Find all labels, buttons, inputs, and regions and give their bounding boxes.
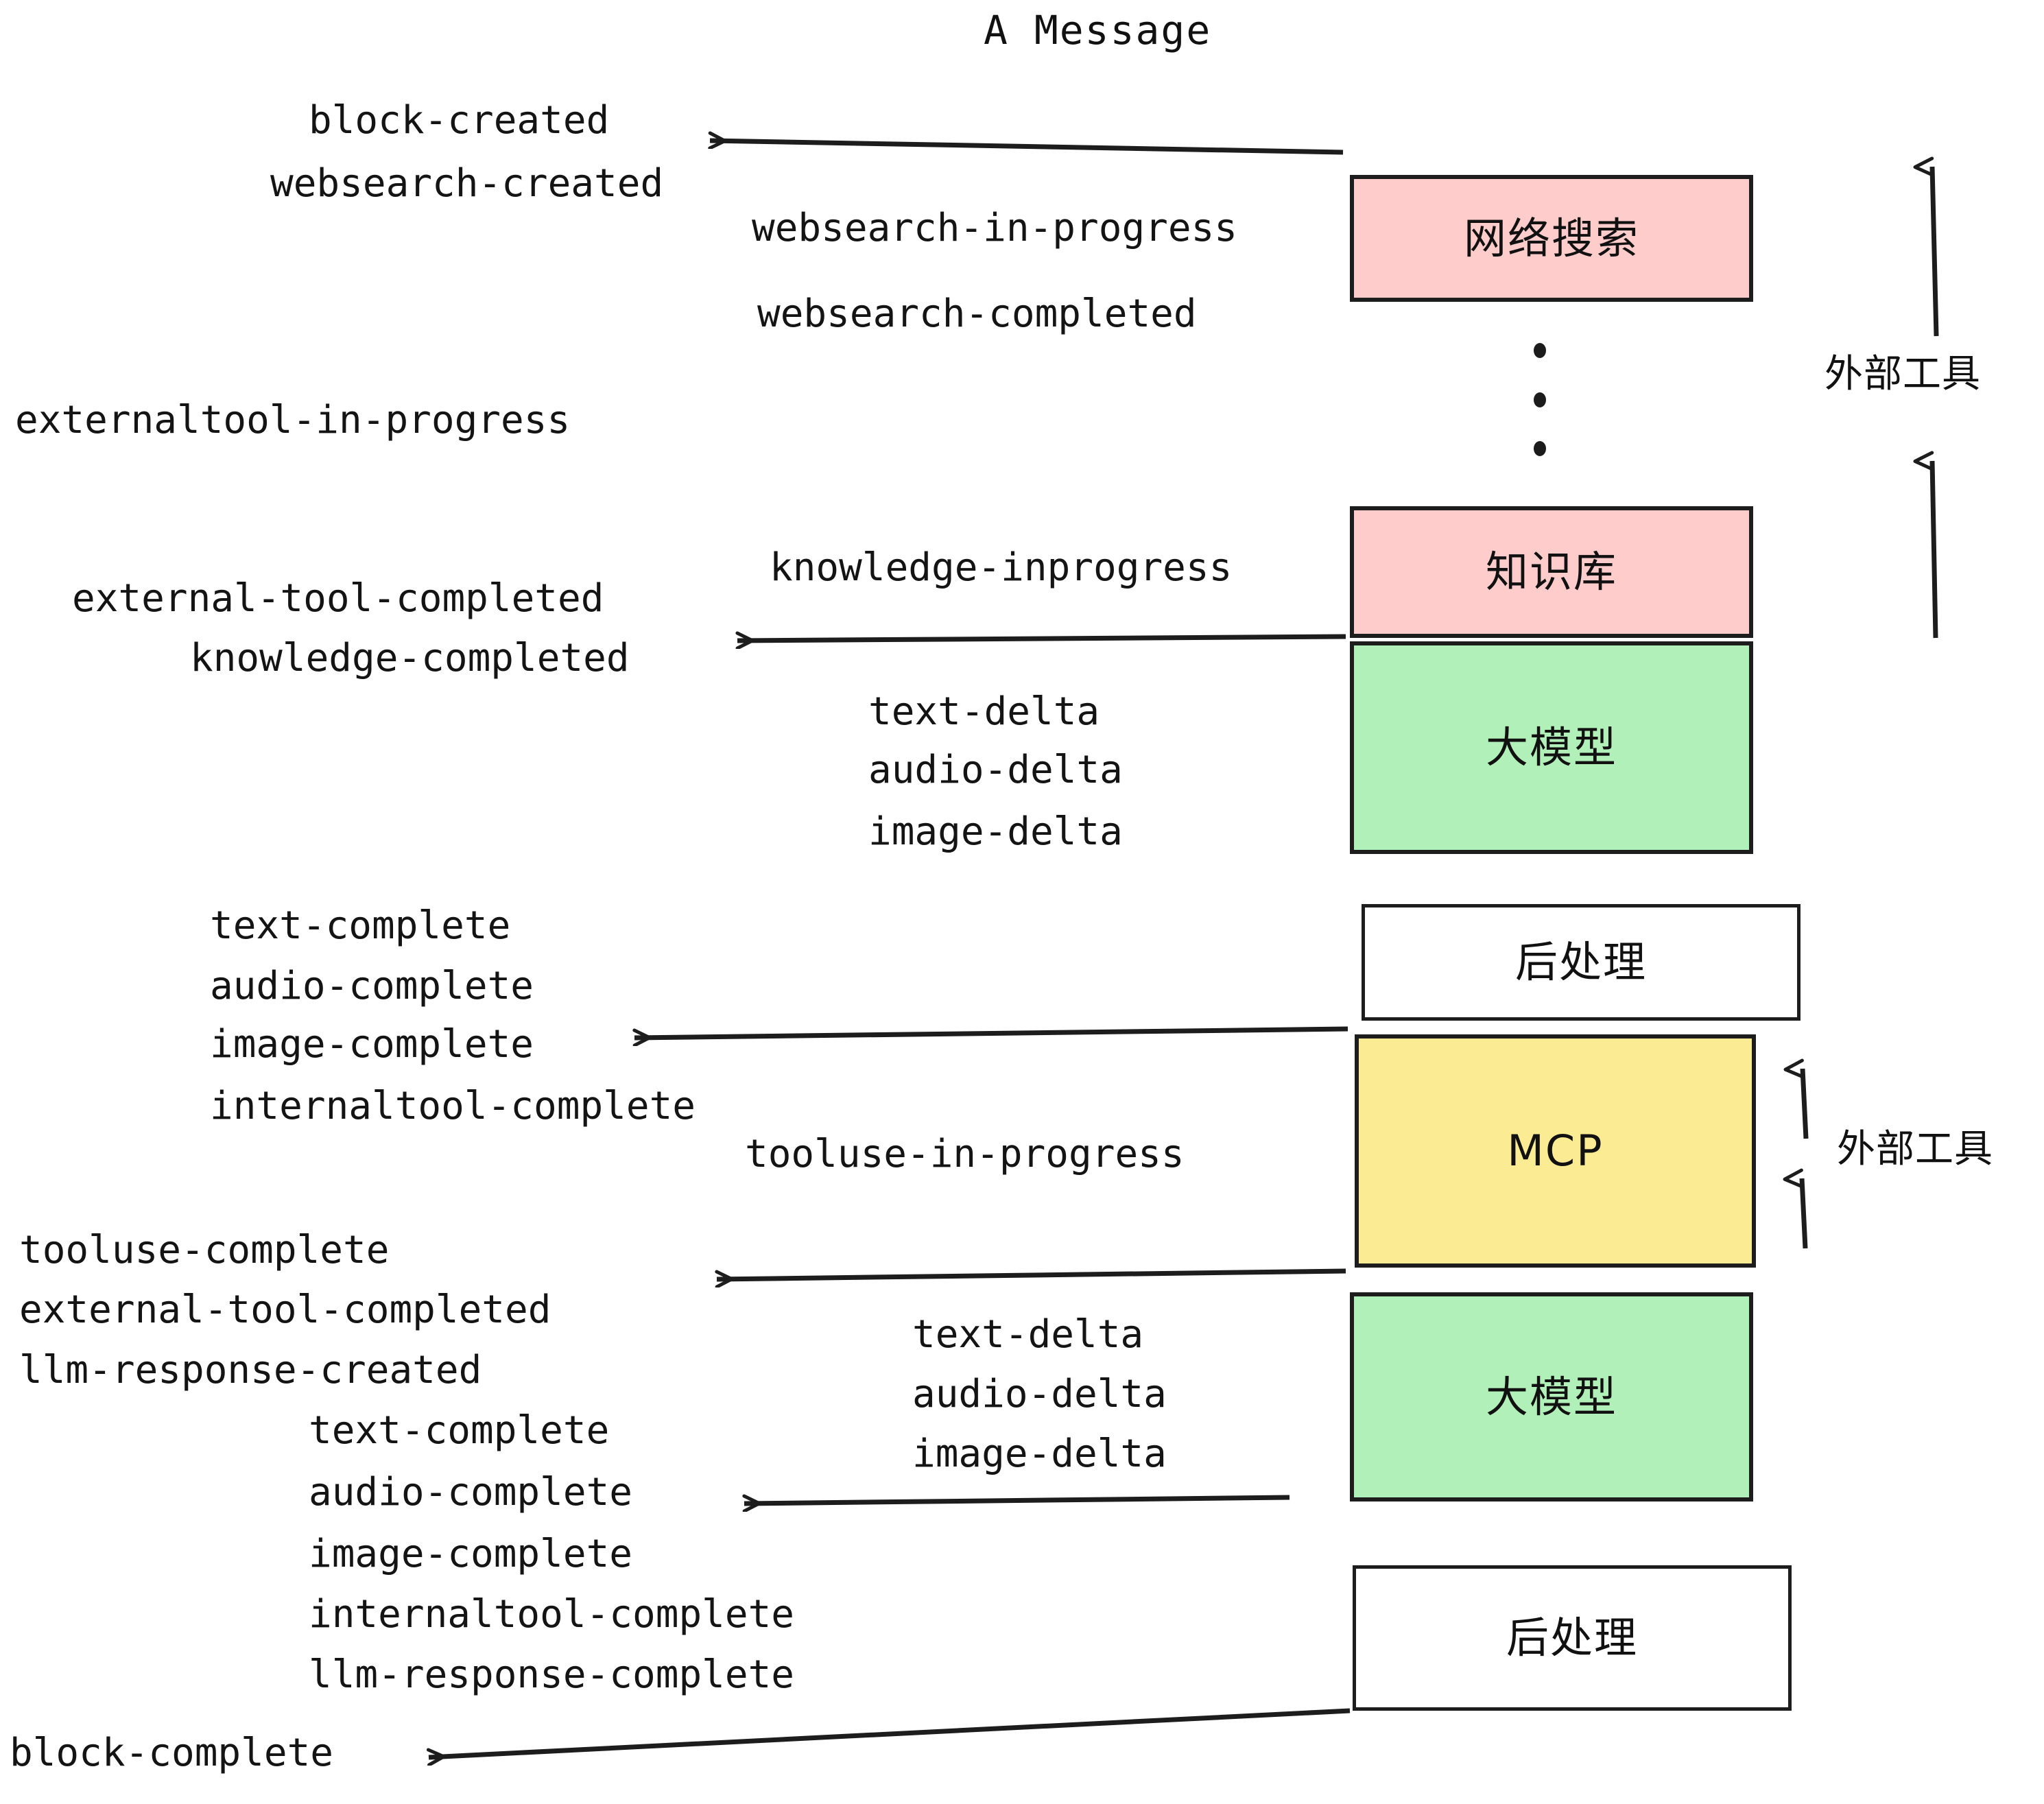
event-audio-complete-1: audio-complete [210, 964, 534, 1008]
node-postprocess-bottom-label: 后处理 [1506, 1613, 1638, 1663]
arrow-mcp-to-tooluse [717, 1268, 1346, 1279]
event-externaltool-in-progress: externaltool-in-progress [15, 398, 571, 442]
node-mcp-label: MCP [1507, 1126, 1604, 1176]
node-llm-top[interactable]: 大模型 [1350, 641, 1753, 854]
node-knowledge-base-label: 知识库 [1485, 547, 1617, 597]
node-llm-top-label: 大模型 [1485, 722, 1617, 772]
arrow-websearch-to-blockcreated [710, 141, 1344, 155]
event-websearch-created: websearch-created [270, 161, 664, 206]
arrow-external-tools-bottom-down [1802, 1178, 1808, 1249]
node-postprocess-bottom[interactable]: 后处理 [1353, 1565, 1792, 1711]
event-internaltool-complete-2: internaltool-complete [309, 1592, 795, 1637]
event-block-complete: block-complete [10, 1731, 334, 1775]
event-knowledge-inprogress: knowledge-inprogress [770, 545, 1233, 590]
page-title: A Message [984, 7, 1212, 54]
vertical-ellipsis-icon [1533, 343, 1547, 456]
event-websearch-in-progress: websearch-in-progress [752, 206, 1238, 250]
node-websearch[interactable]: 网络搜索 [1350, 175, 1753, 302]
event-external-tool-completed-2: external-tool-completed [19, 1287, 551, 1332]
arrow-external-tools-top-up [1932, 167, 1939, 337]
arrow-external-tools-bottom-up [1803, 1069, 1809, 1139]
event-text-complete-2: text-complete [309, 1408, 610, 1453]
node-llm-bottom-label: 大模型 [1485, 1371, 1617, 1422]
event-text-complete-1: text-complete [210, 903, 511, 948]
event-image-complete-2: image-complete [309, 1532, 633, 1576]
node-postprocess-top-label: 后处理 [1514, 937, 1647, 987]
event-image-complete-1: image-complete [210, 1022, 534, 1067]
event-text-delta-2: text-delta [912, 1312, 1144, 1357]
arrow-llm-to-audiocomplete [744, 1497, 1290, 1504]
node-llm-bottom[interactable]: 大模型 [1350, 1292, 1753, 1502]
event-websearch-completed: websearch-completed [757, 292, 1197, 336]
node-knowledge-base[interactable]: 知识库 [1350, 506, 1753, 638]
event-llm-response-created: llm-response-created [19, 1348, 482, 1392]
arrow-knowledge-to-completed [737, 637, 1346, 641]
event-knowledge-completed: knowledge-completed [190, 636, 630, 680]
arrow-external-tools-top-down [1932, 461, 1938, 639]
label-external-tools-bottom: 外部工具 [1837, 1127, 1993, 1172]
event-audio-delta-2: audio-delta [912, 1372, 1167, 1416]
node-postprocess-top[interactable]: 后处理 [1362, 904, 1801, 1021]
event-internaltool-complete-1: internaltool-complete [210, 1084, 696, 1128]
event-image-delta-2: image-delta [912, 1432, 1167, 1476]
arrow-post-to-blockcomplete [429, 1708, 1351, 1757]
arrow-post-to-imagecomplete [634, 1026, 1348, 1038]
event-block-created: block-created [309, 98, 610, 143]
event-llm-response-complete: llm-response-complete [309, 1652, 795, 1697]
event-external-tool-completed-1: external-tool-completed [72, 576, 604, 621]
event-audio-delta-1: audio-delta [868, 748, 1123, 792]
event-tooluse-in-progress: tooluse-in-progress [745, 1132, 1185, 1176]
event-image-delta-1: image-delta [868, 809, 1123, 854]
event-audio-complete-2: audio-complete [309, 1470, 633, 1515]
node-mcp[interactable]: MCP [1355, 1034, 1756, 1268]
label-external-tools-top: 外部工具 [1825, 352, 1981, 396]
event-text-delta-1: text-delta [868, 689, 1100, 734]
node-websearch-label: 网络搜索 [1463, 213, 1639, 263]
event-tooluse-complete: tooluse-complete [19, 1228, 390, 1272]
